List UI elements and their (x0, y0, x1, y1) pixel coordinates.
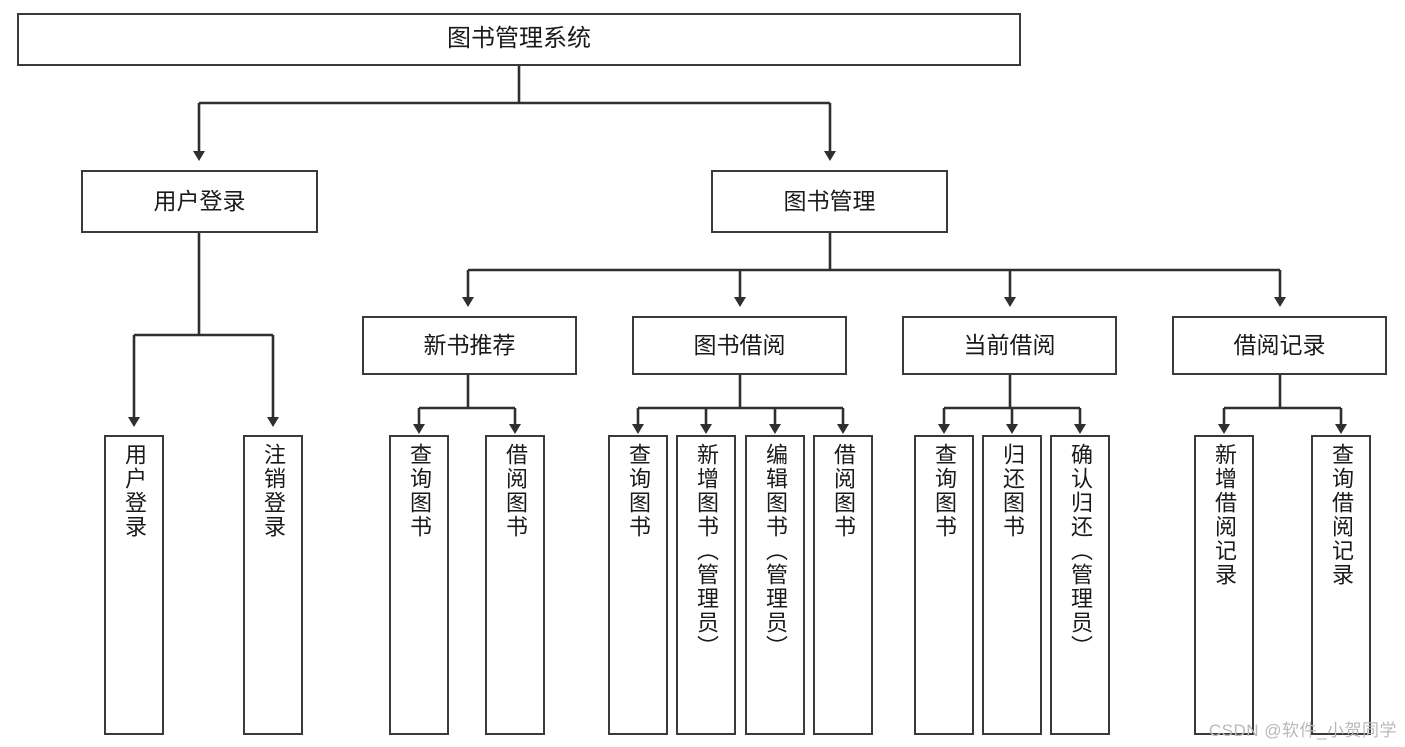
node-new-book-recommend[interactable]: 新书推荐 (362, 316, 577, 375)
node-leaf-borrow-add-label: 新增图书（管理员） (694, 443, 719, 659)
node-leaf-borrow-query-label: 查询图书 (626, 443, 651, 539)
node-leaf-newbook-borrow-label: 借阅图书 (503, 443, 528, 539)
node-leaf-borrow-book-label: 借阅图书 (831, 443, 856, 539)
node-leaf-user-login-label: 用户登录 (122, 443, 147, 539)
node-leaf-borrow-book[interactable]: 借阅图书 (813, 435, 873, 735)
node-current-borrow-label: 当前借阅 (963, 331, 1056, 358)
node-book-management-label: 图书管理 (783, 187, 876, 214)
node-leaf-record-add[interactable]: 新增借阅记录 (1194, 435, 1254, 735)
node-leaf-newbook-borrow[interactable]: 借阅图书 (485, 435, 545, 735)
node-leaf-logout-label: 注销登录 (261, 443, 286, 539)
node-user-login-label: 用户登录 (153, 187, 246, 214)
node-borrow-records[interactable]: 借阅记录 (1172, 316, 1387, 375)
node-book-borrow[interactable]: 图书借阅 (632, 316, 847, 375)
node-new-book-recommend-label: 新书推荐 (423, 331, 516, 358)
node-leaf-current-query-label: 查询图书 (932, 443, 957, 539)
node-root[interactable]: 图书管理系统 (17, 13, 1021, 66)
node-root-label: 图书管理系统 (447, 25, 591, 53)
node-leaf-borrow-edit-label: 编辑图书（管理员） (763, 443, 788, 659)
node-leaf-record-query[interactable]: 查询借阅记录 (1311, 435, 1371, 735)
node-leaf-current-confirm-return-label: 确认归还（管理员） (1068, 443, 1093, 659)
node-current-borrow[interactable]: 当前借阅 (902, 316, 1117, 375)
node-leaf-borrow-add[interactable]: 新增图书（管理员） (676, 435, 736, 735)
node-leaf-record-add-label: 新增借阅记录 (1212, 443, 1237, 587)
node-user-login[interactable]: 用户登录 (81, 170, 318, 233)
node-leaf-user-login[interactable]: 用户登录 (104, 435, 164, 735)
node-leaf-newbook-query[interactable]: 查询图书 (389, 435, 449, 735)
node-borrow-records-label: 借阅记录 (1233, 331, 1326, 358)
node-leaf-borrow-query[interactable]: 查询图书 (608, 435, 668, 735)
node-leaf-current-return-label: 归还图书 (1000, 443, 1025, 539)
node-leaf-record-query-label: 查询借阅记录 (1329, 443, 1354, 587)
node-leaf-current-confirm-return[interactable]: 确认归还（管理员） (1050, 435, 1110, 735)
node-leaf-logout[interactable]: 注销登录 (243, 435, 303, 735)
node-book-management[interactable]: 图书管理 (711, 170, 948, 233)
node-leaf-current-query[interactable]: 查询图书 (914, 435, 974, 735)
node-leaf-newbook-query-label: 查询图书 (407, 443, 432, 539)
node-leaf-borrow-edit[interactable]: 编辑图书（管理员） (745, 435, 805, 735)
node-leaf-current-return[interactable]: 归还图书 (982, 435, 1042, 735)
node-book-borrow-label: 图书借阅 (693, 331, 786, 358)
